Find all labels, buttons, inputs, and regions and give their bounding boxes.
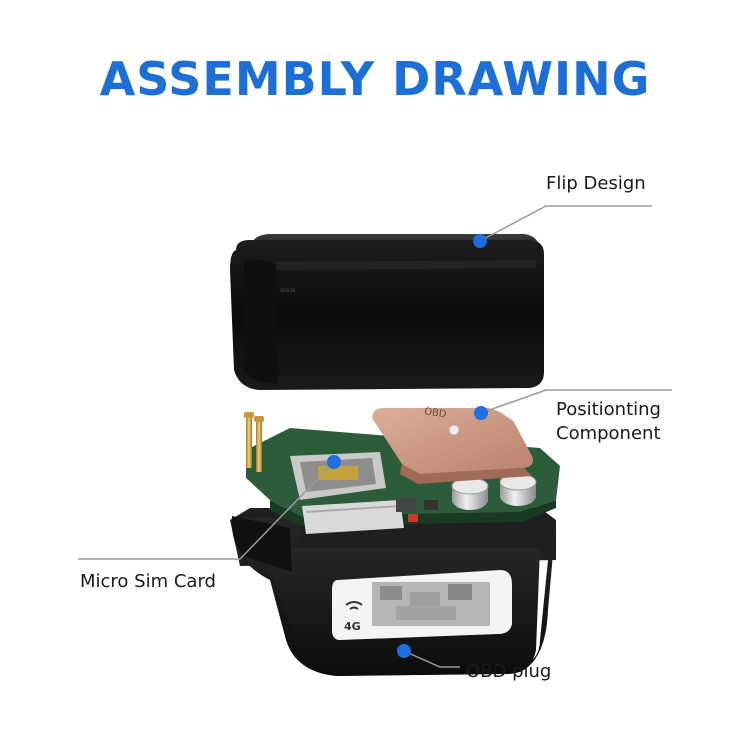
gps-antenna: OBD [372,406,533,484]
sim-callout-dot [327,455,341,469]
flip-cover: DESIGN [230,234,544,390]
flip-design-label: Flip Design [546,173,646,194]
micro-sim-card-label: Micro Sim Card [80,571,216,592]
obd-callout-dot [397,644,411,658]
positioning-component-label: Positionting Component [556,398,661,446]
obd-plug-label: OBD plug [466,661,552,682]
network-badge: 4G [344,620,361,633]
callout-leaders [78,205,672,668]
svg-text:DESIGN: DESIGN [280,288,295,293]
positioning-label-line1: Positionting [556,399,661,420]
positioning-leader-line [480,389,672,414]
positioning-label-line2: Component [556,423,661,444]
flip-callout-dot [473,234,487,248]
positioning-callout-dot [474,406,488,420]
sim-leader-line [78,461,335,560]
page-title: ASSEMBLY DRAWING [99,52,651,106]
obd-leader-line [403,650,460,668]
antenna-marking: OBD [423,406,447,420]
flip-leader-line [479,205,652,242]
base-housing [230,508,556,676]
